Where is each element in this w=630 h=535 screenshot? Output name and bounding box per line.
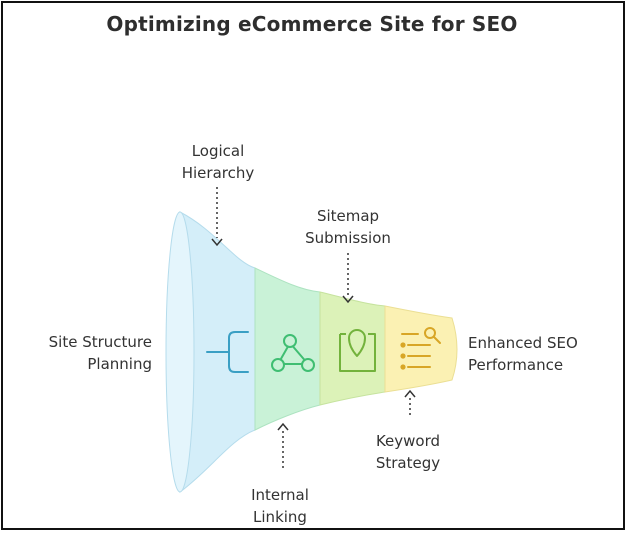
list-search-icon (400, 327, 441, 370)
funnel-mouth (165, 211, 195, 493)
connector-internal-linking (277, 422, 289, 470)
branch-icon (206, 331, 249, 373)
connector-sitemap (342, 253, 354, 304)
diagram-title: Optimizing eCommerce Site for SEO (106, 12, 518, 36)
label-keyword-strategy: Keyword Strategy (375, 432, 441, 472)
label-site-structure-planning: Site Structure Planning (48, 333, 152, 373)
map-pin-icon (339, 329, 376, 372)
label-sitemap-submission: Sitemap Submission (305, 207, 391, 247)
connector-logical-hierarchy (211, 187, 223, 247)
label-logical-hierarchy: Logical Hierarchy (181, 142, 255, 182)
network-triangle-icon (271, 334, 315, 372)
funnel-segment-keyword (384, 305, 458, 393)
label-enhanced-seo-performance: Enhanced SEO Performance (468, 334, 578, 374)
label-internal-linking: Internal Linking (251, 486, 309, 526)
diagram-frame (1, 1, 625, 530)
connector-keyword (404, 389, 416, 416)
